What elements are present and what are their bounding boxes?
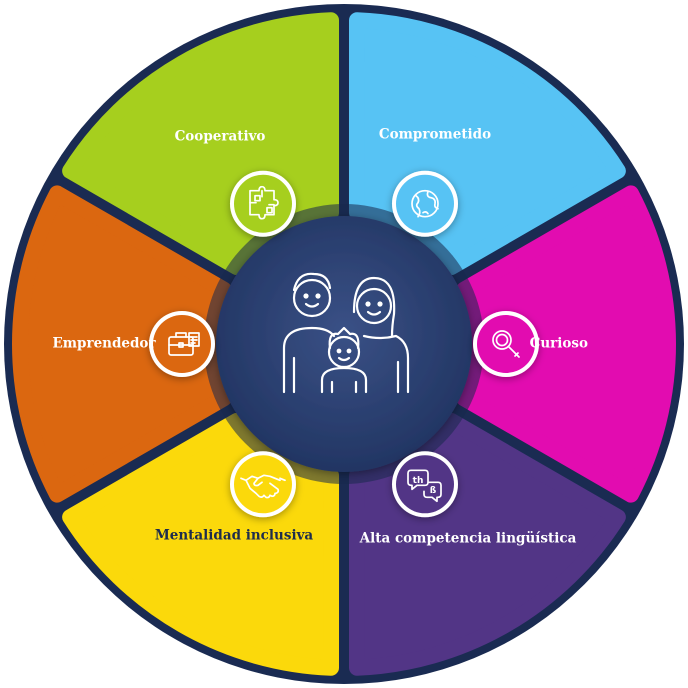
family-icon — [282, 272, 410, 394]
segment-label-mentalidad-inclusiva: Mentalidad inclusiva — [155, 528, 314, 544]
segment-label-comprometido: Comprometido — [379, 127, 491, 143]
puzzle-icon — [230, 170, 296, 237]
bubble-text-th: th — [413, 476, 424, 486]
icons: thß — [149, 170, 539, 518]
segment-label-alta-competencia: Alta competencia lingüística — [359, 531, 577, 547]
speech-bubbles-icon: thß — [392, 451, 458, 518]
magnifier-icon — [473, 311, 539, 377]
briefcase-icon — [149, 311, 215, 377]
globe-icon — [392, 170, 458, 237]
handshake-icon — [230, 451, 296, 518]
segment-label-cooperativo: Cooperativo — [175, 129, 266, 145]
center-hub — [216, 216, 472, 472]
segment-label-emprendedor: Emprendedor — [52, 336, 156, 352]
segment-label-curioso: Curioso — [530, 336, 588, 352]
bubble-text-ss: ß — [430, 486, 437, 496]
